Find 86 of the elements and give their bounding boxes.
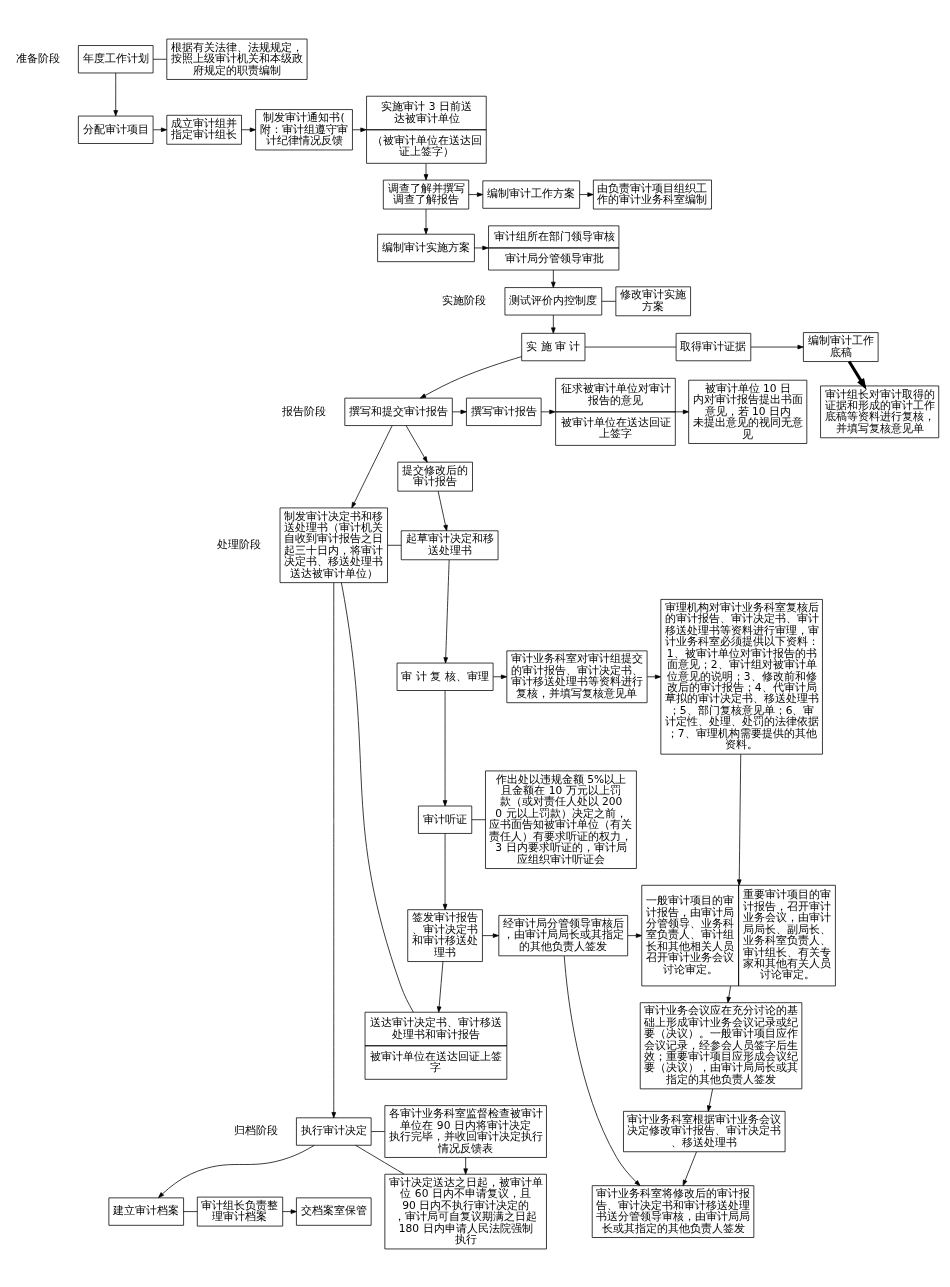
node-box: 审计业务科室将修改后的审计报告、审计决定书和审计移送处理书送分管领导审核，由审计局局长或其指定的其他负责人签发 <box>591 1184 755 1238</box>
node-box: 审计听证 <box>418 805 473 834</box>
connector <box>152 58 167 60</box>
arrow <box>726 985 731 1003</box>
node-box: 编制审计工作底稿 <box>803 331 879 362</box>
arrow <box>423 208 429 234</box>
arrow <box>682 1151 697 1186</box>
node-box: 建立审计档案 <box>108 1197 184 1226</box>
connector <box>183 1210 198 1212</box>
node-box: 审计组长对审计取得的证据和形成的审计工作底稿等资料进行复核，并填写复核意见单 <box>820 385 940 438</box>
arrow <box>241 127 256 132</box>
node-box: 起草审计决定和移送处理书 <box>400 529 499 560</box>
arrow <box>282 1208 297 1214</box>
node-box: 编制审计工作方案 <box>482 179 580 209</box>
node-box: 审计业务会议应在充分讨论的基础上形成审计业务会议记录或纪要（决议）。一般审计项目应作会议记录，经参会人员签字后生效；重要审计项目应形成会议纪要（决议），由审计局局长或其指定的其他负责人签发 <box>639 1001 803 1089</box>
arrow <box>551 269 556 288</box>
arrow <box>436 960 444 1012</box>
arrow <box>351 424 393 508</box>
node-box: 签发审计报告、审计决定书和审计移送处理书 <box>407 908 483 962</box>
arrow <box>468 191 484 197</box>
node-box: 根据有关法律、法规规定，按照上级审计机关和本级政府规定的职责编制 <box>166 38 308 80</box>
arrow <box>452 409 467 414</box>
label: 归档阶段 <box>234 1123 279 1137</box>
arrow <box>443 559 450 663</box>
node-box: 成立审计组并指定审计组长 <box>166 114 242 145</box>
arrow <box>647 674 662 679</box>
node-box: 审计决定送达之日起，被审计单位 60 日内不申请复议，且 90 日内不执行审计决定的，审计局可自复议期满之日起 180 日内申请人民法院强制执行 <box>384 1173 547 1249</box>
node-box: 测试评价内控制度 <box>504 286 603 315</box>
connector <box>387 544 402 546</box>
arrow <box>579 191 594 197</box>
connector <box>341 581 414 1012</box>
node-box: 被审计单位 10 日内对审计报告提出书面意见，若 10 日内未提出意见的视同无意见 <box>688 379 808 444</box>
node-box: 调查了解并撰写调查了解报告 <box>382 179 470 209</box>
arrow <box>153 127 168 132</box>
arrow <box>423 162 429 180</box>
connector <box>371 1130 385 1132</box>
arrow <box>474 245 489 250</box>
label: 处理阶段 <box>217 537 262 551</box>
label: 报告阶段 <box>282 404 327 418</box>
arrow <box>492 674 508 679</box>
node-box: 修改审计实施方案 <box>615 285 691 316</box>
node-box: 撰写审计报告 <box>466 397 542 426</box>
node-box: 审计业务科室对审计组提交的审计报告、审计决定书、审计移送处理书等资料进行复核，并填写复核意见单 <box>506 650 648 703</box>
arrow <box>551 314 556 334</box>
arrow <box>352 127 367 132</box>
node-box: 实 施 审 计 <box>521 332 586 361</box>
node-box: 提交修改后的审计报告 <box>397 461 473 491</box>
node-box: 年度工作计划 <box>78 44 154 73</box>
connector <box>471 818 486 820</box>
arrow <box>482 932 499 938</box>
connector <box>601 300 617 302</box>
arrow <box>707 1088 713 1112</box>
arrow <box>158 1144 315 1198</box>
node-box: 审计组长负责整理审计档案 <box>196 1196 284 1226</box>
arrow <box>463 1156 468 1175</box>
node-box: 制发审计通知书(附：审计组遵守审计纪律情况反馈 <box>255 108 353 150</box>
arrow <box>113 72 118 116</box>
label: 实施阶段 <box>442 293 487 307</box>
node-box: 撰写和提交审计报告 <box>344 397 453 426</box>
node-box: 审计业务科室根据审计业务会议决定修改审计报告、审计决定书、移送处理书 <box>623 1110 786 1152</box>
node-box: 经审计局分管领导审核后，由审计局局长或其指定的其他负责人签发 <box>498 914 629 956</box>
arrow <box>750 344 804 349</box>
node-box: 审理机构对审计业务科室复核后的审计报告、审计决定书、审计移送处理书等资料进行审理，审计业务科室必须提供以下资料：1、被审计单位对审计报告的书面意见；2、审计组对被审计单位意见的说明；3、修改前和修改后的审计报告；4、代审计局草拟的审计决定书、移送处理书；5、部门复核意见单；6、审计定性、处理、处罚的法律依据；7、审理机构需要提供的其他资料。 <box>660 598 823 755</box>
arrow <box>540 409 556 414</box>
node-box: 执行审计决定 <box>296 1116 372 1146</box>
arrow <box>405 424 428 462</box>
arrow <box>442 689 448 806</box>
arrow <box>563 955 641 1186</box>
node-box: 分配审计项目 <box>78 115 154 144</box>
node-box: 由负责审计项目组织工作的审计业务科室编制 <box>593 179 712 209</box>
arrow <box>674 409 689 414</box>
node-box: 编制审计实施方案 <box>377 233 475 262</box>
arrow <box>847 360 867 390</box>
node-box: 制发审计决定书和移送处理书（审计机关自收到审计报告之日起三十日内，将审计决定书、移送处理书送达被审计单位） <box>279 507 388 583</box>
label: 准备阶段 <box>15 51 60 65</box>
node-box: 作出处以违规金额 5%以上且金额在 10 万元以上罚款（或对责任人处以 2000 元以上罚款）决定之前，应书面告知被审计单位（有关责任人）有要求听证的权力，3 日内要求听证的，审计局应组织审计听证会 <box>485 770 637 869</box>
arrow <box>737 753 742 886</box>
node-box: 取得审计证据 <box>675 332 752 361</box>
arrow <box>420 355 522 398</box>
arrow <box>627 932 642 938</box>
arrow <box>442 832 448 910</box>
node-box: 交档案室保管 <box>296 1197 372 1226</box>
node-box: 审 计 复 核、审理 <box>396 662 494 691</box>
arrow <box>437 490 448 531</box>
node-box: 各审计业务科室监督检查被审计单位在 90 日内将审计决定执行完毕，并收回审计决定执行情况反馈表 <box>384 1104 547 1158</box>
arrow <box>331 581 336 1118</box>
